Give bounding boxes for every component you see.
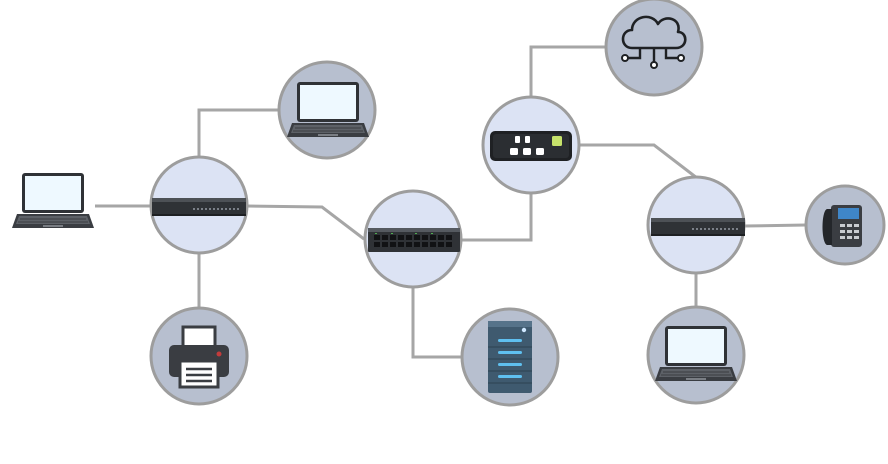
network-switch-icon: [651, 218, 745, 236]
node-router[interactable]: [481, 95, 581, 195]
link-router-switch-right: [579, 143, 698, 180]
link-switch-left-switch-center: [245, 204, 365, 241]
node-switch-center[interactable]: [363, 189, 463, 289]
node-server[interactable]: [460, 307, 560, 407]
links: [95, 45, 807, 359]
laptop-icon: [286, 81, 370, 138]
node-cloud[interactable]: [604, 0, 704, 97]
node-laptop-top[interactable]: [277, 60, 377, 160]
node-printer[interactable]: [149, 306, 249, 406]
server-icon: [487, 320, 533, 394]
node-laptop-bottom-right[interactable]: [646, 305, 746, 405]
network-switch-icon: [368, 228, 460, 252]
phone-icon: [822, 205, 862, 247]
laptop-icon: [11, 172, 95, 229]
link-switch-center-server: [411, 287, 462, 359]
node-laptop-left[interactable]: [11, 172, 95, 229]
link-switch-left-laptop-top: [197, 108, 280, 158]
node-switch-right[interactable]: [646, 175, 746, 275]
laptop-icon: [654, 325, 738, 382]
network-switch-icon: [152, 198, 246, 216]
node-ip-phone[interactable]: [804, 184, 886, 266]
link-router-cloud: [529, 45, 606, 97]
node-switch-left[interactable]: [149, 155, 249, 255]
link-switch-right-ip-phone: [743, 223, 807, 228]
link-switch-center-router: [462, 193, 533, 242]
router-icon: [490, 131, 572, 161]
